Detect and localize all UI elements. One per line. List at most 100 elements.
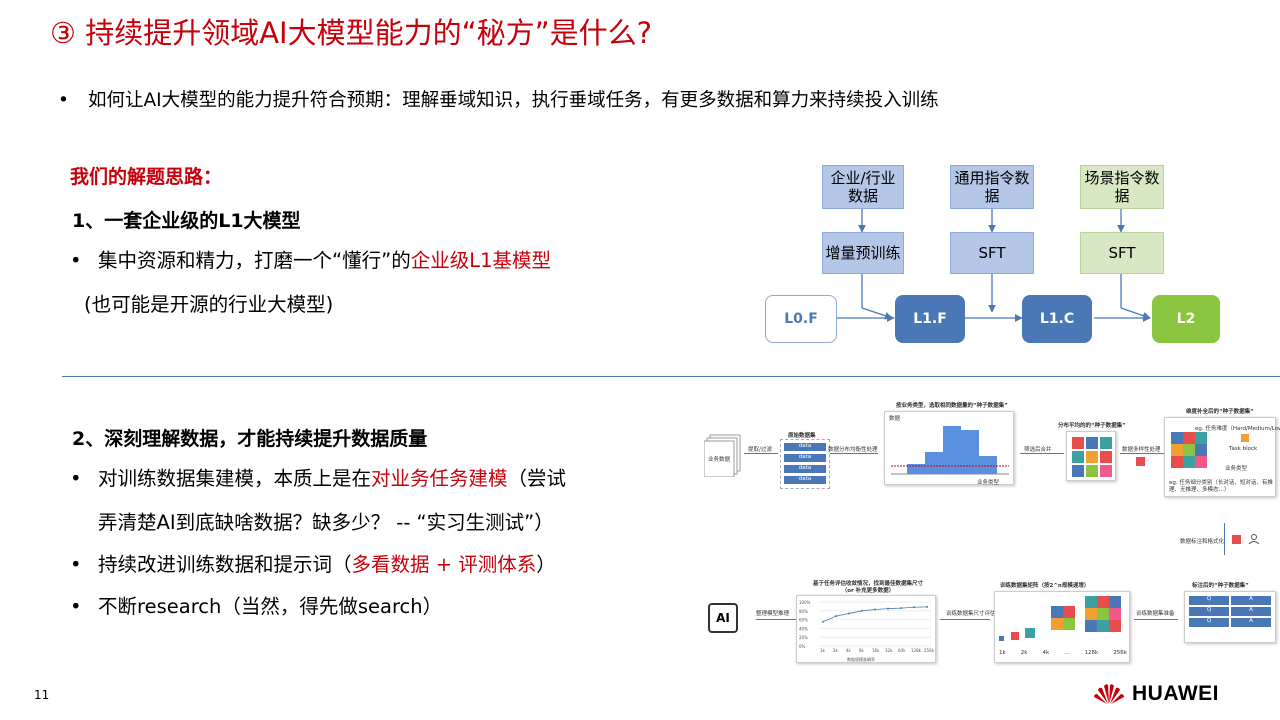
data-pipeline-diagram: 业务数据 提取/过滤 原始数据集 data data data data 数据分… <box>700 395 1280 665</box>
raw-dataset-box: data data data data <box>780 439 830 489</box>
bullet2-prefix: 持续改进训练数据和提示词（ <box>98 553 352 576</box>
section1-line1-prefix: 集中资源和精力，打磨一个“懂行”的 <box>98 249 411 272</box>
page-number: 11 <box>34 688 50 702</box>
section2-bullet-1-line2: 弄清楚AI到底缺啥数据？缺多少？ -- “实习生测试”） <box>98 511 554 534</box>
labeled-grid: Q A Q A Q A <box>1189 596 1271 627</box>
bullet1-highlight: 对业务任务建模 <box>371 467 508 490</box>
arrow-line <box>1120 453 1164 454</box>
arrow-line <box>744 453 778 454</box>
curve-legend: 数据规模准确率 <box>847 656 875 662</box>
section1-heading: 1、一套企业级的L1大模型 <box>72 210 301 232</box>
curve-y-tick: 80% <box>799 609 808 614</box>
flow-box-general-instruction: 通用指令数据 <box>950 165 1034 209</box>
raw-row: data <box>784 465 826 473</box>
seed-dataset-title: 分布平均的的“种子数据集” <box>1058 423 1126 429</box>
arrow-line <box>1020 453 1064 454</box>
curve-y-tick: 100% <box>799 600 811 605</box>
section2-bullet-2: • 持续改进训练数据和提示词（多看数据 + 评测体系） <box>70 548 556 582</box>
raw-row: data <box>784 476 826 484</box>
bullet2-highlight: 多看数据 + 评测体系 <box>351 553 537 576</box>
matrix-tick: 2k <box>1020 650 1028 656</box>
person-icon <box>1248 534 1260 545</box>
step-extract: 提取/过滤 <box>748 447 772 453</box>
curve-x-tick: 2k <box>833 648 839 653</box>
section2-bullet-3: •不断research（当然，得先做search） <box>70 590 442 624</box>
curve-title: 基于任务评估收敛情况，找到最佳数据集尺寸（or 补充更多数据） <box>812 581 923 594</box>
curve-x-tick: 4k <box>846 648 852 653</box>
curve-y-tick: 40% <box>799 626 808 631</box>
cube-stack <box>1171 432 1207 468</box>
flow-box-incremental-pretrain: 增量预训练 <box>822 232 904 274</box>
arrow-line <box>830 453 878 454</box>
raw-row: data <box>784 443 826 451</box>
curve-x-tick: 32k <box>885 648 893 653</box>
huawei-petal-icon <box>1094 684 1124 704</box>
step-merge: 筛选后合并 <box>1024 447 1052 453</box>
cube-title: 维度补全后的“种子数据集” <box>1186 409 1254 415</box>
seed-grid-panel <box>1066 431 1116 481</box>
labeled-panel: Q A Q A Q A <box>1184 591 1276 643</box>
cube-label-subcategory: eg. 任务细分类别（长对话、短对话、有推理、无推理、多模态…） <box>1169 480 1273 493</box>
node-l1c: L1.C <box>1022 295 1092 343</box>
matrix-ticks: 1k 2k 4k ... 128k 256k <box>999 650 1127 656</box>
annotator-icons: · <box>1244 535 1246 541</box>
flow-box-scenario-instruction: 场景指令数据 <box>1080 165 1164 209</box>
q-cell: Q <box>1189 618 1229 627</box>
node-l0f: L0.F <box>765 295 837 343</box>
cube-label-difficulty: eg. 任务难度（Hard/Medium/Low） <box>1195 426 1280 432</box>
cube-label-task-block: Task block <box>1229 446 1258 452</box>
curve-x-tick: 64k <box>898 648 906 653</box>
bullet-dot: • <box>70 467 82 490</box>
curve-y-tick: 0% <box>799 644 806 649</box>
flow-box-sft-1: SFT <box>950 232 1034 274</box>
matrix-tick: 1k <box>999 650 1006 656</box>
node-l2: L2 <box>1152 295 1220 343</box>
task-block-icon <box>1241 434 1249 442</box>
section2-bullet-1: •对训练数据集建模，本质上是在对业务任务建模（尝试 <box>70 462 566 496</box>
matrix-tick: 128k <box>1084 650 1099 656</box>
step-diversity: 数据多样性处理 <box>1122 447 1161 453</box>
curve-x-tick: 16k <box>872 648 880 653</box>
red-badge-icon <box>1232 535 1241 544</box>
step-size-eval: 训练数据集尺寸评估 <box>946 611 996 617</box>
histogram-panel: 数据 业务类型 <box>884 411 1014 486</box>
arrow-line <box>940 619 990 620</box>
huawei-logo: HUAWEI <box>1092 682 1219 706</box>
step-infer: 整理模型推理 <box>756 611 790 617</box>
histogram-x-label: 业务类型 <box>977 480 1000 486</box>
flow-box-enterprise-data: 企业/行业数据 <box>822 165 904 209</box>
section2-heading: 2、深刻理解数据，才能持续提升数据质量 <box>72 428 428 450</box>
arrow-line <box>1224 523 1225 555</box>
bullet-dot: • <box>58 90 69 111</box>
cube-panel: eg. 任务难度（Hard/Medium/Low） Task block 业务类… <box>1164 417 1280 497</box>
arrow-line <box>756 619 796 620</box>
curve-line <box>822 606 928 623</box>
lead-bullet: • 如何让AI大模型的能力提升符合预期：理解垂域知识，执行垂域任务，有更多数据和算… <box>58 86 939 112</box>
raw-dataset-title: 原始数据集 <box>788 433 816 439</box>
lead-text: 如何让AI大模型的能力提升符合预期：理解垂域知识，执行垂域任务，有更多数据和算力… <box>88 90 939 111</box>
curve-x-tick: 128k <box>911 648 922 653</box>
step-annotate: 数据标注和格式化 <box>1180 539 1225 545</box>
arrow-line <box>1134 619 1178 620</box>
matrix-title: 训练数据集矩阵（按2^n规模递增） <box>1000 583 1090 589</box>
q-cell: Q <box>1189 607 1229 616</box>
cube-label-business-type: 业务类型 <box>1225 466 1248 472</box>
bullet2-suffix: ） <box>536 553 556 576</box>
page-title: ③ 持续提升领域AI大模型能力的“秘方”是什么? <box>50 16 653 50</box>
curve-y-tick: 20% <box>799 635 808 640</box>
bullet3-text: 不断research（当然，得先做search） <box>98 595 443 618</box>
matrix-panel: 1k 2k 4k ... 128k 256k <box>994 591 1130 663</box>
section-divider <box>62 376 1280 377</box>
flow-box-sft-2: SFT <box>1080 232 1164 274</box>
a-cell: A <box>1231 596 1271 605</box>
business-data-label: 业务数据 <box>708 457 731 463</box>
a-cell: A <box>1231 618 1271 627</box>
bullet-dot: • <box>70 553 82 576</box>
labeled-title: 标注后的“种子数据集” <box>1192 583 1249 589</box>
step-balance: 数据分布均衡性处理 <box>828 447 878 453</box>
section1-bullet: •集中资源和精力，打磨一个“懂行”的企业级L1基模型 <box>70 244 551 278</box>
matrix-tick: 256k <box>1113 650 1127 656</box>
step-prepare: 训练数据集准备 <box>1136 611 1175 617</box>
